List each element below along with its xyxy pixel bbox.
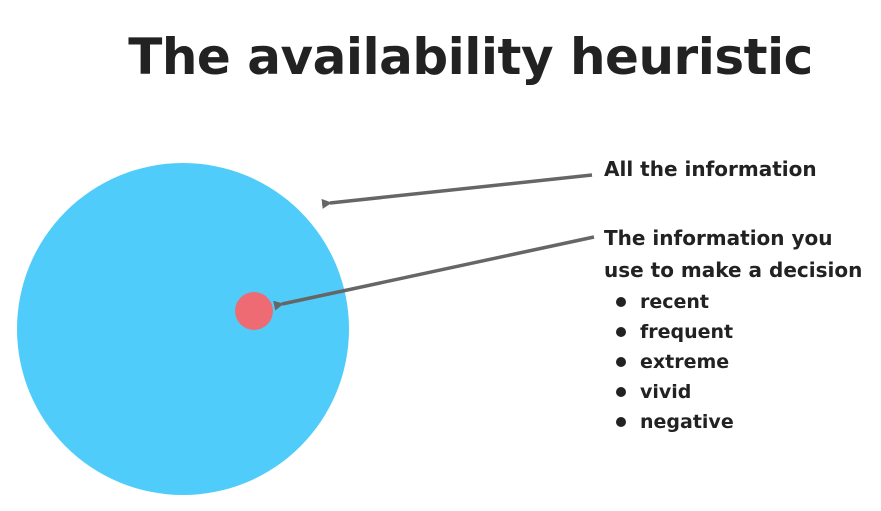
bullet-text: negative [640, 411, 734, 433]
arrow-all-information [321, 173, 593, 209]
bullet-text: extreme [640, 351, 730, 373]
bullet-icon [616, 417, 626, 427]
label-used-information: The information you use to make a decisi… [604, 226, 863, 282]
bullet-icon [616, 357, 626, 367]
arrow-used-information [273, 235, 595, 311]
page-title: The availability heuristic [128, 28, 813, 86]
bullet-icon [616, 387, 626, 397]
list-item: negative [616, 407, 734, 437]
list-item: vivid [616, 377, 734, 407]
list-item: frequent [616, 317, 734, 347]
used-information-circle [235, 292, 273, 330]
bullet-text: frequent [640, 321, 734, 343]
all-information-circle [17, 163, 349, 495]
bullet-icon [616, 327, 626, 337]
bullet-icon [616, 297, 626, 307]
bullet-list: recent frequent extreme vivid negative [616, 287, 734, 437]
label-all-information: All the information [604, 157, 817, 181]
list-item: recent [616, 287, 734, 317]
list-item: extreme [616, 347, 734, 377]
bullet-text: recent [640, 291, 710, 313]
bullet-text: vivid [640, 381, 692, 403]
